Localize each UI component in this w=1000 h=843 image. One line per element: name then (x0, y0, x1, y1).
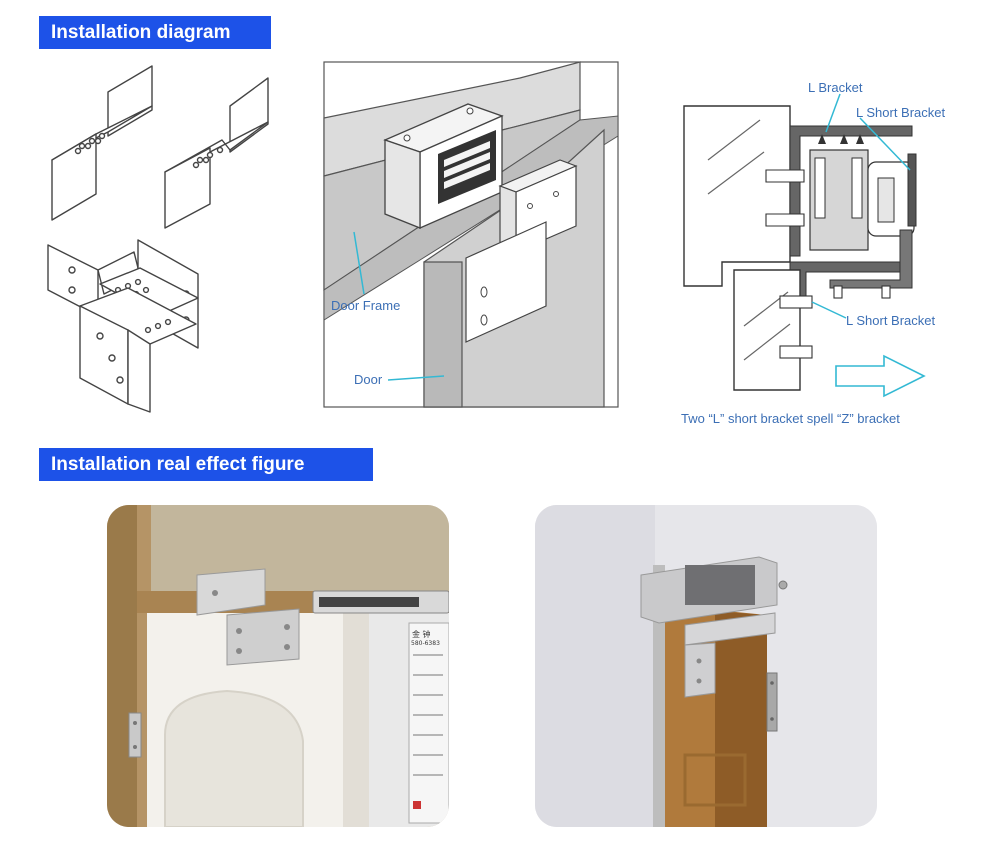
l-short-bracket-bottom-label: L Short Bracket (846, 313, 936, 328)
installation-photo-wood-door (535, 505, 877, 827)
installation-photo-white-door: 金 钟 580-6383 (107, 505, 449, 827)
wood-door-photo-illustration (535, 505, 877, 827)
installation-real-effect-banner: Installation real effect figure (39, 448, 373, 481)
notice-title: 金 钟 (412, 630, 431, 639)
installation-diagram-banner: Installation diagram (39, 16, 271, 49)
door-label: Door (354, 372, 383, 387)
notice-number: 580-6383 (411, 640, 440, 647)
l-bracket-label: L Bracket (808, 80, 863, 95)
white-door-photo-illustration (107, 505, 449, 827)
door-frame-label: Door Frame (331, 298, 401, 313)
l-short-bracket-top-label: L Short Bracket (856, 105, 946, 120)
z-bracket-caption: Two “L” short bracket spell “Z” bracket (681, 411, 900, 426)
